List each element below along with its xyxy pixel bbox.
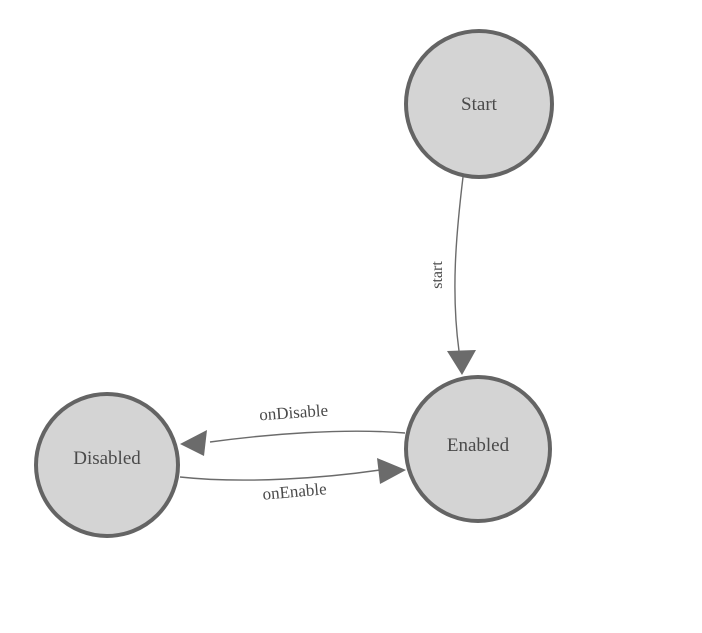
- edge-label-start: start: [429, 261, 446, 289]
- edge-onenable-line: [179, 469, 381, 481]
- edge-start-to-enabled: start: [429, 176, 476, 375]
- state-node-enabled-label: Enabled: [447, 435, 510, 456]
- edge-start-arrowhead-icon: [447, 350, 476, 375]
- state-node-start-label: Start: [461, 94, 498, 115]
- state-node-start[interactable]: Start: [404, 29, 554, 179]
- state-node-disabled-label: Disabled: [73, 448, 141, 469]
- state-node-enabled[interactable]: Enabled: [404, 375, 552, 523]
- state-node-disabled-circle[interactable]: [34, 392, 180, 538]
- edge-enabled-to-disabled: onDisable: [180, 401, 406, 456]
- edge-ondisable-arrowhead-icon: [180, 430, 207, 456]
- edge-disabled-to-enabled: onEnable: [179, 458, 406, 504]
- state-node-disabled[interactable]: Disabled: [34, 392, 180, 538]
- edge-ondisable-line: [209, 430, 406, 443]
- edge-label-ondisable: onDisable: [259, 401, 329, 425]
- edge-label-onenable: onEnable: [262, 479, 328, 504]
- edge-start-line: [454, 176, 464, 352]
- state-node-enabled-circle[interactable]: [404, 375, 552, 523]
- edge-onenable-arrowhead-icon: [377, 458, 406, 484]
- state-node-start-circle[interactable]: [404, 29, 554, 179]
